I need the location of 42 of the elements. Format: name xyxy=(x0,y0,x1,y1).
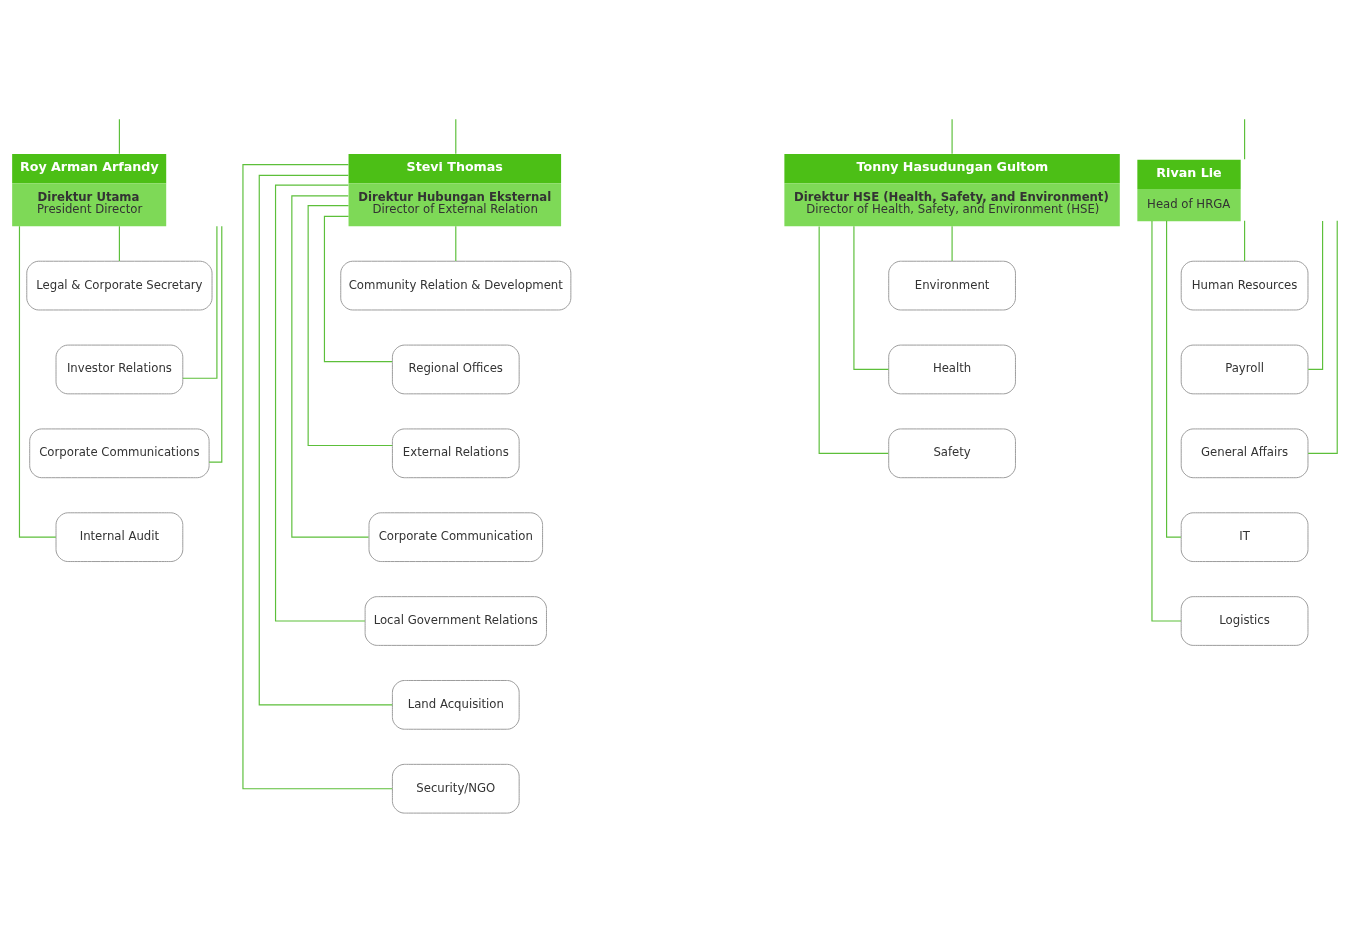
node-box: Local Government Relations xyxy=(364,595,547,646)
node-box: Environment xyxy=(888,260,1016,310)
connector xyxy=(853,225,890,370)
connector xyxy=(455,118,457,154)
connector xyxy=(1244,118,1246,160)
connector xyxy=(818,225,889,454)
node-box: Legal & Corporate Secretary xyxy=(26,260,213,310)
connector xyxy=(1244,219,1246,262)
node-box: Community Relation & Development xyxy=(340,260,572,310)
connector xyxy=(242,163,393,789)
connector xyxy=(1151,219,1182,622)
node-box: Corporate Communication xyxy=(368,511,544,562)
connector xyxy=(307,204,393,446)
connector xyxy=(951,225,953,262)
connector xyxy=(208,225,223,463)
connector xyxy=(455,225,457,262)
node-box: Health xyxy=(888,344,1016,394)
node-box: Payroll xyxy=(1180,344,1309,394)
connector xyxy=(18,225,57,538)
node-box: Logistics xyxy=(1180,595,1309,646)
connector xyxy=(118,225,120,262)
node-box: Regional Offices xyxy=(391,344,520,394)
node-box: External Relations xyxy=(391,427,520,478)
node-box: General Affairs xyxy=(1180,427,1309,478)
connector xyxy=(1307,219,1338,454)
node-box: Land Acquisition xyxy=(391,679,520,730)
node-box: Corporate Communications xyxy=(29,427,210,478)
connector xyxy=(291,194,370,538)
connector xyxy=(1166,219,1182,538)
node-box: Security/NGO xyxy=(391,763,520,814)
connector xyxy=(274,184,366,622)
connector xyxy=(323,215,393,362)
node-box: Internal Audit xyxy=(55,511,184,562)
node-box: Human Resources xyxy=(1180,260,1309,310)
node-box: Investor Relations xyxy=(55,344,184,394)
connector xyxy=(182,225,218,379)
node-box: IT xyxy=(1180,511,1309,562)
connector xyxy=(118,118,120,154)
node-box: Safety xyxy=(888,427,1016,478)
connector xyxy=(258,174,393,705)
connector xyxy=(1307,219,1324,370)
connector xyxy=(951,118,953,154)
